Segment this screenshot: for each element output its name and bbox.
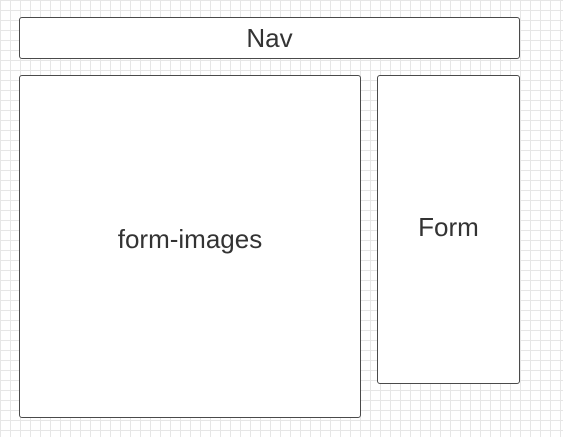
nav-label: Nav bbox=[246, 23, 293, 53]
form-label: Form bbox=[418, 211, 479, 242]
form-images-label: form-images bbox=[117, 223, 263, 254]
form-images-box: form-images bbox=[19, 75, 361, 418]
form-box: Form bbox=[377, 75, 520, 384]
nav-box: Nav bbox=[19, 17, 520, 59]
